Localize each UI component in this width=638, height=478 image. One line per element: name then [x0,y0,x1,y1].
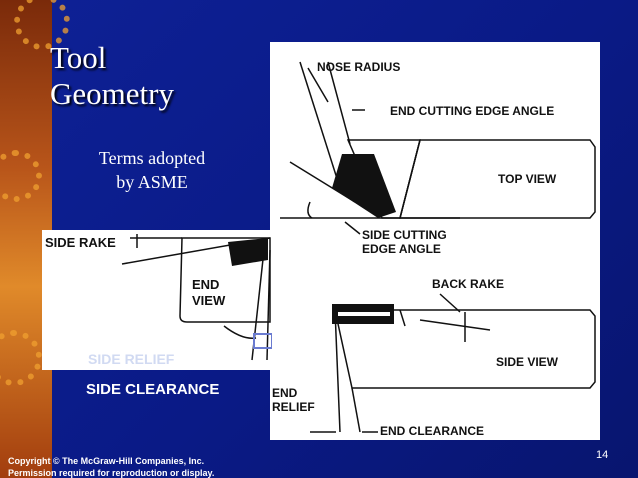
label-end-relief: END RELIEF [272,386,315,414]
label-line: VIEW [192,293,226,308]
label-end-view: END VIEW [192,277,225,309]
slide-title: Tool Geometry [50,40,260,112]
label-end-clearance: END CLEARANCE [380,424,485,438]
copyright-line: Permission required for reproduction or … [8,468,215,478]
label-line: SIDE CUTTING [362,228,447,242]
title-line: Tool [50,40,107,75]
side-relief-marker [253,333,272,349]
gear-icon [0,330,42,386]
label-back-rake: BACK RAKE [432,277,504,291]
subtitle-line: by ASME [116,172,188,192]
copyright-line: Copyright © The McGraw-Hill Companies, I… [8,456,205,466]
label-line: END [192,277,220,292]
slide-subtitle: Terms adopted by ASME [72,146,232,194]
tool-diagram-end-view: SIDE RAKE END VIEW [42,230,272,370]
label-nose-radius: NOSE RADIUS [317,60,401,74]
label-side-cutting-edge-angle: SIDE CUTTING EDGE ANGLE [362,228,447,256]
gear-icon [14,0,70,50]
label-line: EDGE ANGLE [362,242,441,256]
page-number: 14 [596,449,609,461]
subtitle-line: Terms adopted [98,148,206,168]
label-top-view: TOP VIEW [498,172,557,186]
label-line: END [272,386,298,400]
label-side-clearance: SIDE CLEARANCE [86,381,220,398]
gear-icon [0,150,42,202]
tool-insert-stripe [338,312,390,316]
label-line: RELIEF [272,400,315,414]
tool-diagram-lines [280,61,596,433]
tool-diagram-main: NOSE RADIUS END CUTTING EDGE ANGLE TOP V… [270,42,600,440]
title-line: Geometry [50,76,174,111]
label-side-view: SIDE VIEW [496,355,559,369]
end-view-lines [121,234,272,361]
copyright-notice: Copyright © The McGraw-Hill Companies, I… [8,455,214,478]
tool-insert-top [332,154,396,218]
label-end-cutting-edge-angle: END CUTTING EDGE ANGLE [390,104,555,118]
label-side-rake: SIDE RAKE [45,235,116,250]
label-side-relief: SIDE RELIEF [88,351,175,367]
end-view-insert [228,238,268,266]
